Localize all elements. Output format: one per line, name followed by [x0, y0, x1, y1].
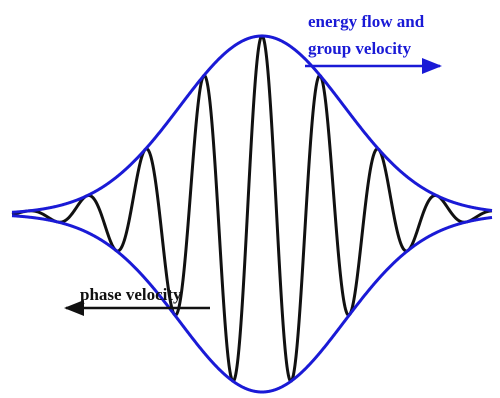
envelope-upper: [11, 34, 493, 214]
group-velocity-label-line1: energy flow and: [308, 12, 425, 31]
group-velocity-label-line2: group velocity: [308, 39, 412, 58]
phase-velocity-label: phase velocity: [80, 285, 182, 304]
envelope-lower: [11, 214, 493, 394]
carrier-wave: [11, 34, 493, 383]
